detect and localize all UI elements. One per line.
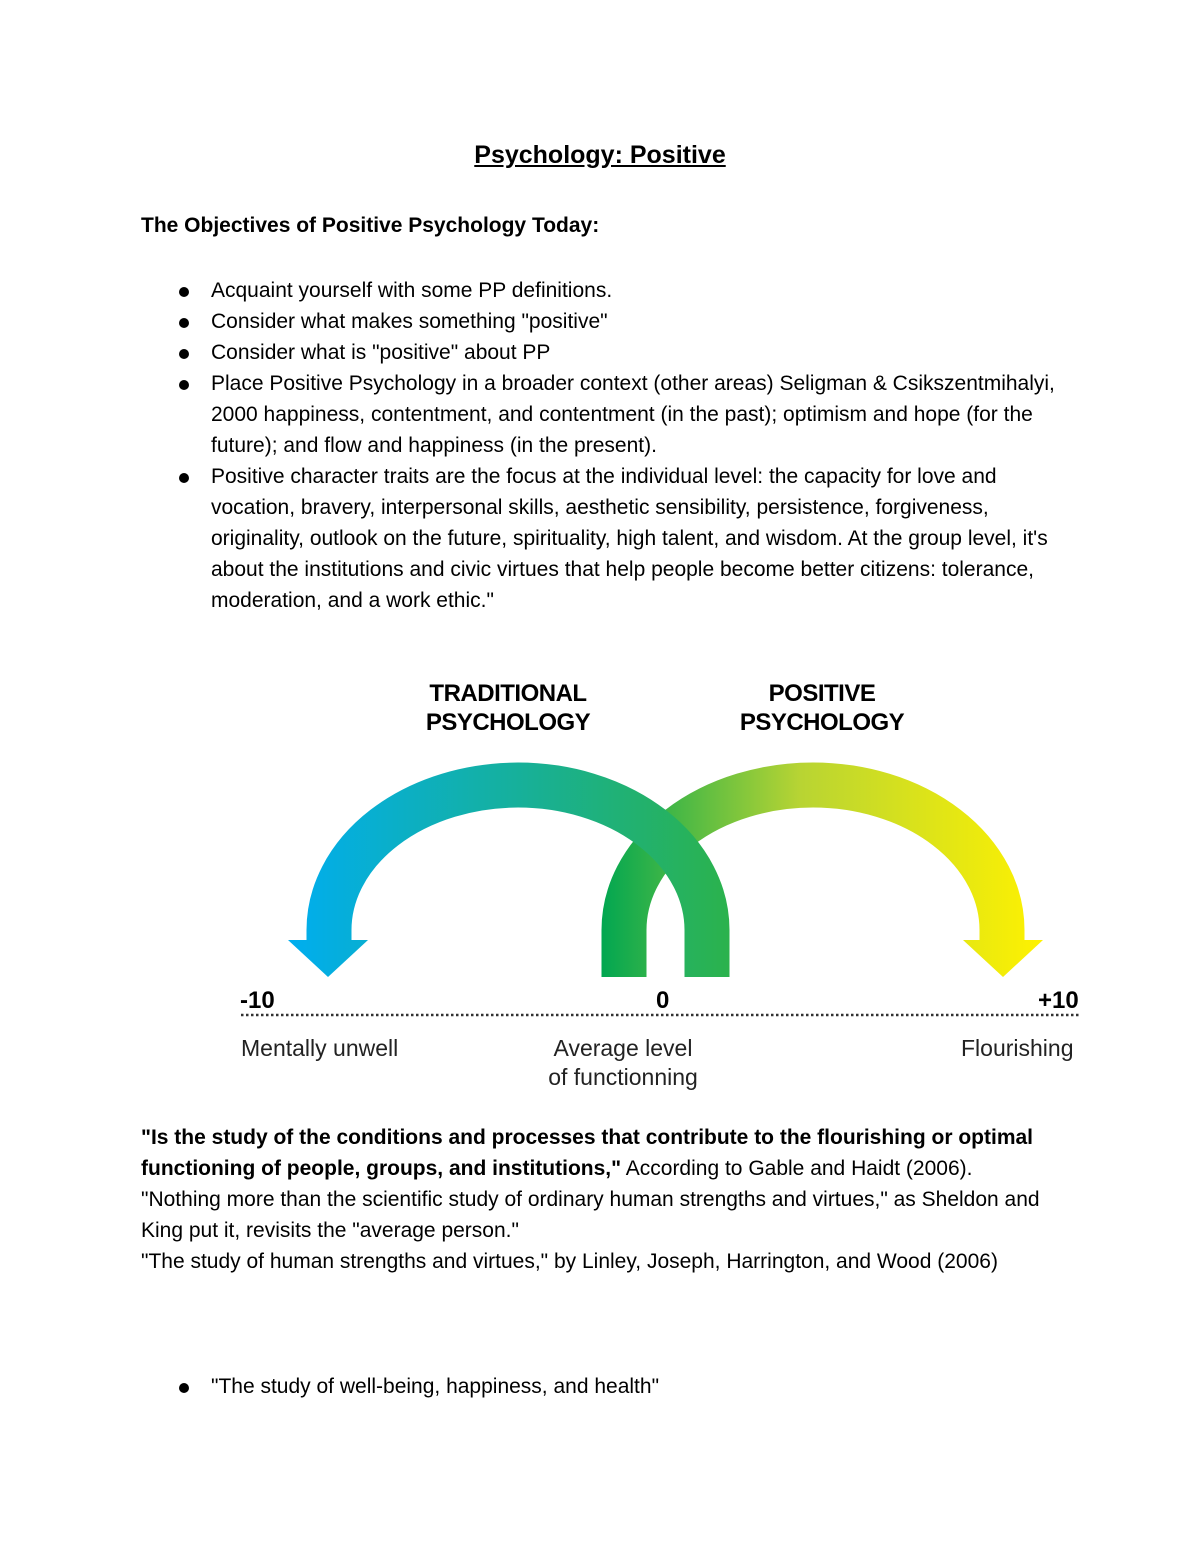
final-list: "The study of well-being, happiness, and… bbox=[141, 1371, 1071, 1402]
list-item: Consider what makes something "positive" bbox=[141, 306, 1071, 337]
list-item: "The study of well-being, happiness, and… bbox=[141, 1371, 1071, 1402]
list-item: Acquaint yourself with some PP definitio… bbox=[141, 275, 1071, 306]
label-flourishing: Flourishing bbox=[961, 1035, 1074, 1061]
list-item: Positive character traits are the focus … bbox=[141, 461, 1071, 616]
positive-psychology-arrow bbox=[601, 762, 1043, 977]
label-average-level: Average level of functionning bbox=[523, 1034, 723, 1092]
label-line: Average level bbox=[553, 1035, 693, 1061]
traditional-psychology-heading: TRADITIONAL PSYCHOLOGY bbox=[408, 679, 608, 737]
heading-line: PSYCHOLOGY bbox=[425, 709, 591, 736]
objectives-heading: The Objectives of Positive Psychology To… bbox=[141, 214, 600, 237]
definition-quote: "Is the study of the conditions and proc… bbox=[141, 1126, 1034, 1180]
label-mentally-unwell: Mentally unwell bbox=[241, 1035, 399, 1061]
page-title: Psychology: Positive bbox=[474, 141, 726, 169]
definition-2: "Nothing more than the scientific study … bbox=[141, 1188, 1040, 1242]
objectives-list: Acquaint yourself with some PP definitio… bbox=[141, 275, 1071, 616]
label-line: of functionning bbox=[548, 1064, 698, 1090]
scale-max: +10 bbox=[1038, 987, 1079, 1014]
heading-line: TRADITIONAL bbox=[429, 680, 587, 707]
heading-line: POSITIVE bbox=[768, 680, 876, 707]
definition-source: According to Gable and Haidt (2006). bbox=[621, 1157, 973, 1180]
list-item: Place Positive Psychology in a broader c… bbox=[141, 368, 1071, 461]
positive-psychology-heading: POSITIVE PSYCHOLOGY bbox=[722, 679, 922, 737]
heading-line: PSYCHOLOGY bbox=[739, 709, 905, 736]
definition-3: "The study of human strengths and virtue… bbox=[141, 1250, 998, 1273]
definitions: "Is the study of the conditions and proc… bbox=[141, 1122, 1071, 1277]
list-item: Consider what is "positive" about PP bbox=[141, 337, 1071, 368]
traditional-psychology-arrow bbox=[288, 762, 730, 977]
definition-1: "Is the study of the conditions and proc… bbox=[141, 1122, 1071, 1184]
scale-mid: 0 bbox=[656, 987, 670, 1014]
scale-min: -10 bbox=[240, 987, 275, 1014]
